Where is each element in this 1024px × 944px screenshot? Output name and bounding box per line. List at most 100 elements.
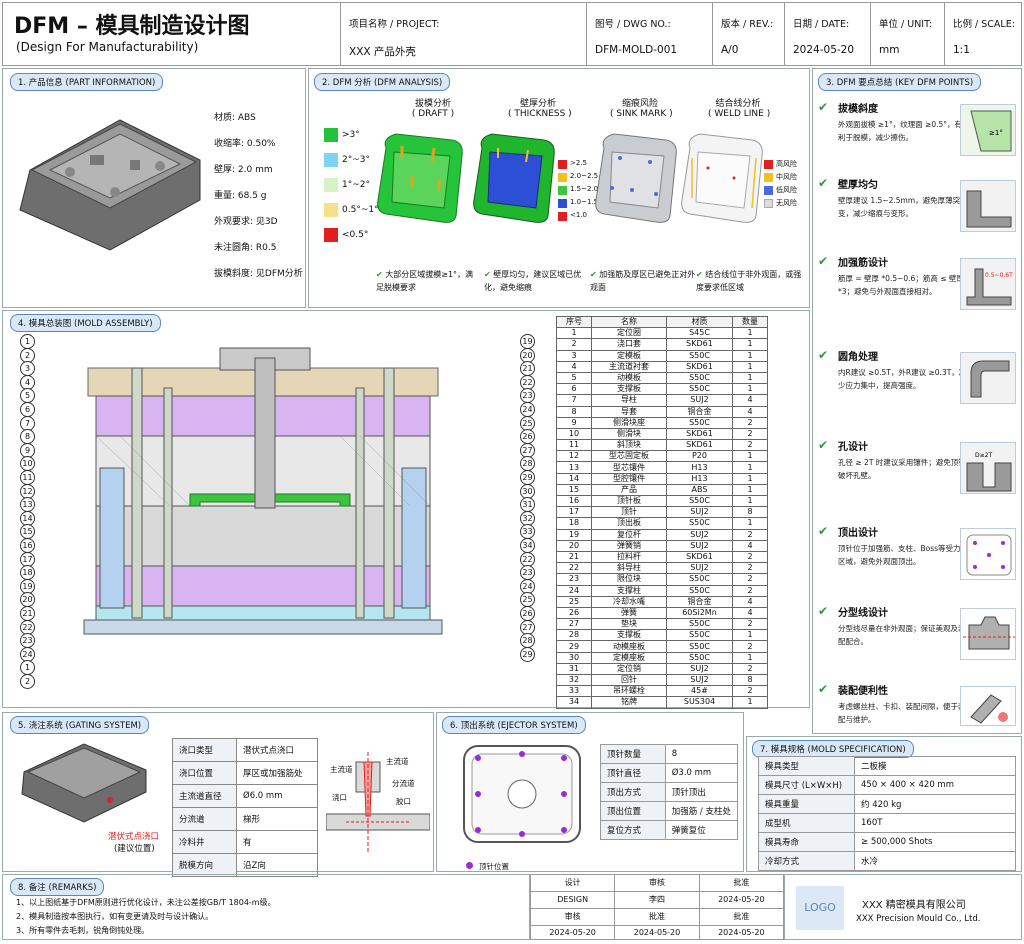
table-cell: 限位块 xyxy=(590,573,668,586)
part-balloon: 34 xyxy=(520,538,535,553)
table-cell: 21 xyxy=(556,550,592,564)
table-cell: S50C xyxy=(666,640,733,653)
table-cell: 水冷 xyxy=(854,851,1016,871)
table-cell: 1 xyxy=(556,327,592,340)
table-cell: 支撑柱 xyxy=(590,584,668,597)
check-icon: ✔ xyxy=(818,100,829,114)
table-cell: 定位销 xyxy=(590,662,668,676)
table-cell: SKD61 xyxy=(666,439,733,452)
scale-cell: 比例 / SCALE:1:1 xyxy=(944,2,1022,66)
key-point: ✔拔模斜度外观面拔模 ≥1°，纹理面 ≥0.5°，有利于脱模，减少擦伤。≥1° xyxy=(818,100,1018,184)
sign-head: 设计 xyxy=(529,874,616,892)
table-cell: 9 xyxy=(556,416,592,429)
table-cell: 1 xyxy=(731,349,769,362)
table-cell: 25 xyxy=(556,595,592,608)
table-row: 脱模方向沿Z向 xyxy=(172,853,318,877)
table-cell: 铜合金 xyxy=(666,595,733,608)
dfm-note: ✔ 加强筋及厚区已避免正对外观面 xyxy=(590,270,696,292)
table-cell: 支撑板 xyxy=(590,629,668,642)
table-cell: S50C xyxy=(666,371,733,385)
company-name-en: XXX Precision Mould Co., Ltd. xyxy=(856,914,981,924)
table-cell: 1 xyxy=(731,629,769,642)
rev-cell: 版本 / REV.:A/0 xyxy=(712,2,784,66)
table-cell: 16 xyxy=(556,494,592,508)
part-info-item: 壁厚: 2.0 mm xyxy=(214,165,273,175)
table-cell: 31 xyxy=(556,662,592,676)
check-icon: ✔ xyxy=(818,254,829,268)
table-row: 模具重量约 420 kg xyxy=(758,794,1016,814)
part-balloon: 26 xyxy=(520,429,535,445)
table-cell: 17 xyxy=(556,506,592,519)
table-cell: 顶针 xyxy=(590,506,668,519)
gating-section-figure xyxy=(326,752,430,852)
thickness-heading: 壁厚分析( THICKNESS ) xyxy=(508,99,572,119)
table-cell: S50C xyxy=(666,629,733,642)
fillet-thumb xyxy=(960,352,1016,404)
part-3d-image xyxy=(19,119,201,251)
table-cell: 8 xyxy=(664,744,739,764)
table-cell: 沿Z向 xyxy=(236,853,318,877)
company-block xyxy=(784,874,1022,940)
table-cell: S50C xyxy=(666,618,733,631)
table-cell: 顶出方式 xyxy=(600,782,666,802)
fig-label-runner: 分流道 xyxy=(392,779,415,788)
table-cell: 24 xyxy=(556,584,592,597)
table-cell: 主流道直径 xyxy=(172,784,237,808)
part-balloon: 33 xyxy=(520,524,535,540)
part-balloon: 2 xyxy=(20,674,35,689)
company-logo: LOGO xyxy=(796,886,844,930)
unit-cell: 单位 / UNIT:mm xyxy=(870,2,944,66)
table-cell: 型芯固定板 xyxy=(590,450,668,463)
table-cell: 19 xyxy=(556,528,592,541)
part-balloon: 29 xyxy=(520,646,535,662)
part-balloon: 11 xyxy=(20,470,35,485)
check-icon: ✔ xyxy=(818,524,829,538)
table-cell: 2 xyxy=(731,427,769,441)
table-cell: 1 xyxy=(731,494,769,508)
rib-thumb: 0.5~0.6T xyxy=(960,258,1016,310)
table-cell: SUS304 xyxy=(666,696,733,709)
table-cell: 复位杆 xyxy=(590,528,668,541)
table-cell: 主流道衬套 xyxy=(590,360,668,373)
table-cell: 加强筋 / 支柱处 xyxy=(664,801,739,821)
table-cell: 模具寿命 xyxy=(758,832,855,852)
table-cell: 动模座板 xyxy=(590,640,668,653)
table-cell: 动模板 xyxy=(590,371,668,385)
table-cell: 垫块 xyxy=(590,618,668,631)
table-cell: SUJ2 xyxy=(666,539,733,552)
table-cell: 脱模方向 xyxy=(172,853,237,877)
table-cell: 定模座板 xyxy=(590,651,668,664)
project-cell: 项目名称 / PROJECT:XXX 产品外壳 xyxy=(340,2,586,66)
weld-analysis-render xyxy=(681,133,763,223)
sink-heading: 缩痕风险( SINK MARK ) xyxy=(610,99,673,119)
wall-thumb xyxy=(960,180,1016,232)
table-cell: 4 xyxy=(731,595,769,608)
table-cell: H13 xyxy=(666,461,733,474)
key-point: ✔分型线设计分型线尽量在非外观面；保证美观及装配配合。 xyxy=(818,604,1018,688)
table-cell: 8 xyxy=(731,673,769,687)
table-cell: SUJ2 xyxy=(666,506,733,519)
table-cell: 斜导柱 xyxy=(590,562,668,575)
key-point: ✔圆角处理内R建议 ≥0.5T，外R建议 ≥0.3T，减少应力集中，提高强度。 xyxy=(818,348,1018,432)
table-cell: SKD61 xyxy=(666,360,733,373)
fig-label-sprue: 主流道 xyxy=(330,765,353,774)
key-point: ✔顶出设计顶针位于加强筋、支柱、Boss等受力区域，避免外观面顶出。 xyxy=(818,524,1018,608)
part-balloon: 5 xyxy=(20,388,35,404)
draft-thumb: ≥1° xyxy=(960,104,1016,156)
table-cell: 2 xyxy=(731,562,769,575)
table-cell: 26 xyxy=(556,606,592,620)
